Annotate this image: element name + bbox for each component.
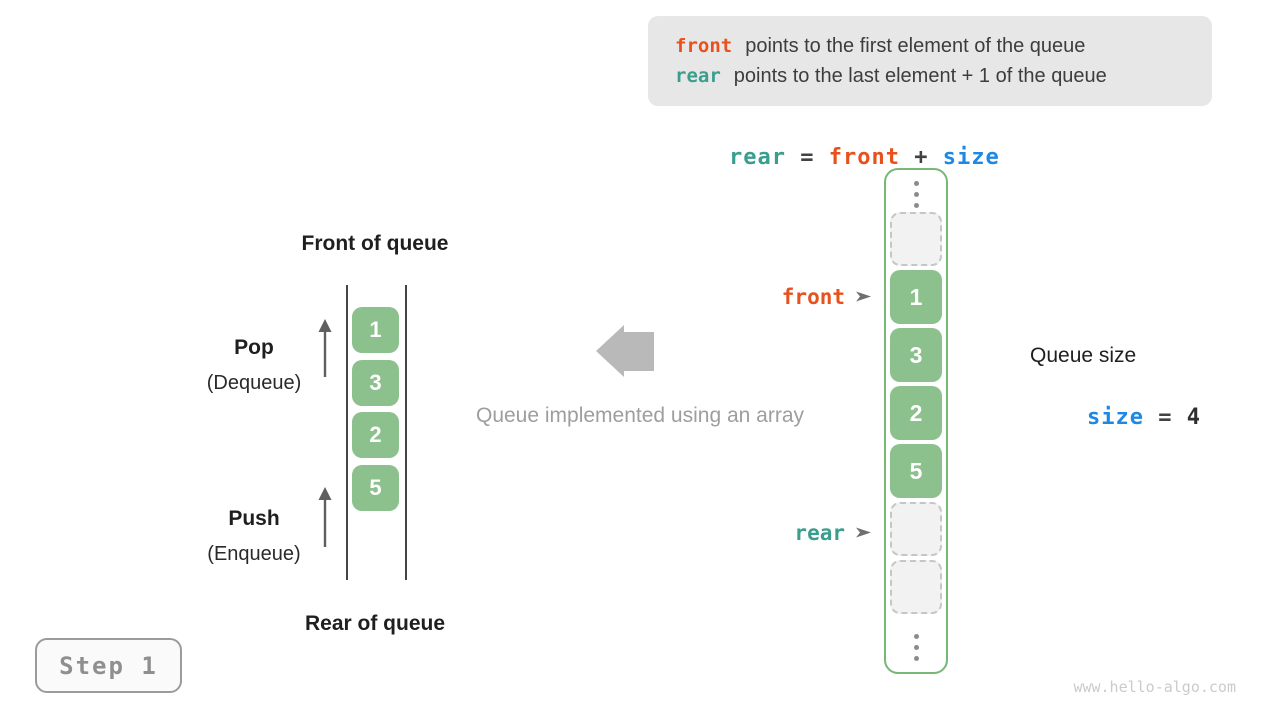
queue-cell: 3 [352, 360, 399, 406]
left-block-arrow-icon [596, 325, 654, 382]
diagram-caption: Queue implemented using an array [475, 404, 805, 427]
up-arrow-icon [317, 319, 333, 384]
dequeue-label: (Dequeue) [206, 372, 302, 394]
array-cell-empty [890, 212, 942, 266]
array-cell: 2 [890, 386, 942, 440]
front-keyword: front [675, 34, 733, 57]
front-of-queue-label: Front of queue [301, 232, 449, 255]
rear-pointer-label: rear [794, 521, 845, 545]
enqueue-label: (Enqueue) [207, 543, 301, 565]
array-cell: 1 [890, 270, 942, 324]
size-value: 4 [1186, 405, 1201, 430]
array-cell-empty [890, 502, 942, 556]
queue-cell: 1 [352, 307, 399, 353]
rear-pointer: rear [700, 521, 872, 545]
equation-equals-token: = [785, 145, 829, 170]
front-pointer-label: front [781, 285, 845, 309]
legend-line-rear: rear points to the last element + 1 of t… [675, 65, 1212, 88]
right-arrowhead-icon [855, 285, 872, 309]
push-label: Push [228, 507, 280, 530]
array-cell: 3 [890, 328, 942, 382]
pointer-equation: rear = front + size [672, 120, 1000, 195]
equation-plus-token: + [899, 145, 943, 170]
equation-size-token: size [942, 145, 1000, 170]
front-pointer: front [700, 285, 872, 309]
array-column: 1 3 2 5 [884, 168, 948, 674]
step-badge[interactable]: Step 1 [35, 638, 182, 693]
rear-of-queue-label: Rear of queue [304, 612, 446, 635]
equation-front-token: front [828, 145, 900, 170]
vertical-ellipsis-icon [886, 634, 946, 661]
queue-cell: 2 [352, 412, 399, 458]
equation-rear-token: rear [728, 145, 786, 170]
queue-size-label: Queue size [1030, 344, 1137, 367]
rear-keyword: rear [675, 64, 721, 87]
front-description: points to the first element of the queue [745, 34, 1086, 57]
pop-label: Pop [234, 336, 274, 359]
array-cell-empty [890, 560, 942, 614]
watermark: www.hello-algo.com [1073, 678, 1236, 696]
legend-line-front: front points to the first element of the… [675, 35, 1212, 58]
up-arrow-icon [317, 487, 333, 554]
size-token: size [1086, 405, 1144, 430]
right-arrowhead-icon [855, 521, 872, 545]
queue-channel-right-line [405, 285, 407, 580]
vertical-ellipsis-icon [886, 181, 946, 208]
array-cell: 5 [890, 444, 942, 498]
rear-description: points to the last element + 1 of the qu… [733, 64, 1107, 87]
queue-cell: 5 [352, 465, 399, 511]
legend-box: front points to the first element of the… [648, 16, 1212, 106]
equals-token: = [1143, 405, 1187, 430]
queue-channel-left-line [346, 285, 348, 580]
queue-size-equation: size = 4 [1030, 380, 1201, 455]
